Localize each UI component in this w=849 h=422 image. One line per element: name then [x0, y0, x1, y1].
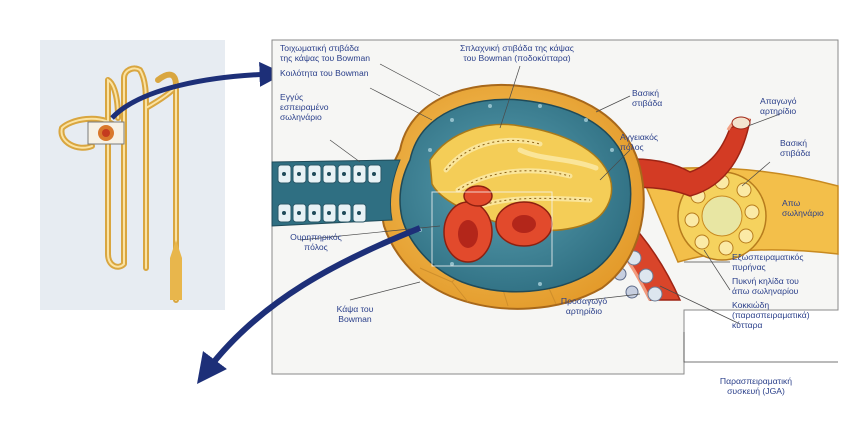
label-vascular-pole: Αγγειακός πόλος: [620, 132, 658, 152]
label-bowman-space: Κοιλότητα του Bowman: [280, 68, 369, 78]
label-juxtaglomerular-cells: Κοκκιώδη (παρασπειραματικά) κύτταρα: [732, 300, 810, 330]
label-basement-membrane-right: Βασική στιβάδα: [780, 138, 810, 158]
proximal-tubule: [272, 160, 400, 226]
label-efferent-arteriole: Απαγωγό αρτηρίδιο: [760, 96, 797, 116]
jga-bracket: [684, 332, 838, 362]
label-proximal-tubule: Εγγύς εσπειραμένο σωληνάριο: [280, 92, 329, 122]
label-parietal-layer: Τοιχωματική στιβάδα της κάψας του Bowman: [280, 43, 370, 63]
label-afferent-arteriole: Προσαγωγό αρτηρίδιο: [545, 296, 623, 316]
label-macula-densa: Πυκνή κηλίδα του άπω σωληναρίου: [732, 276, 799, 296]
label-bowman-capsule: Κάψα του Bowman: [320, 304, 390, 324]
label-extraglomerular-mesangium: Εξωσπειραματικός πυρήνας: [732, 252, 803, 272]
label-basement-membrane-top: Βασική στιβάδα: [632, 88, 662, 108]
label-visceral-layer: Σπλαχνική στιβάδα της κάψας του Bowman (…: [442, 43, 592, 63]
label-urinary-pole: Ουρηπηρικός πόλος: [280, 232, 352, 252]
label-jga: Παρασπειραματική συσκευή (JGA): [700, 376, 812, 396]
label-distal-tubule: Απω σωληνάριο: [782, 198, 824, 218]
